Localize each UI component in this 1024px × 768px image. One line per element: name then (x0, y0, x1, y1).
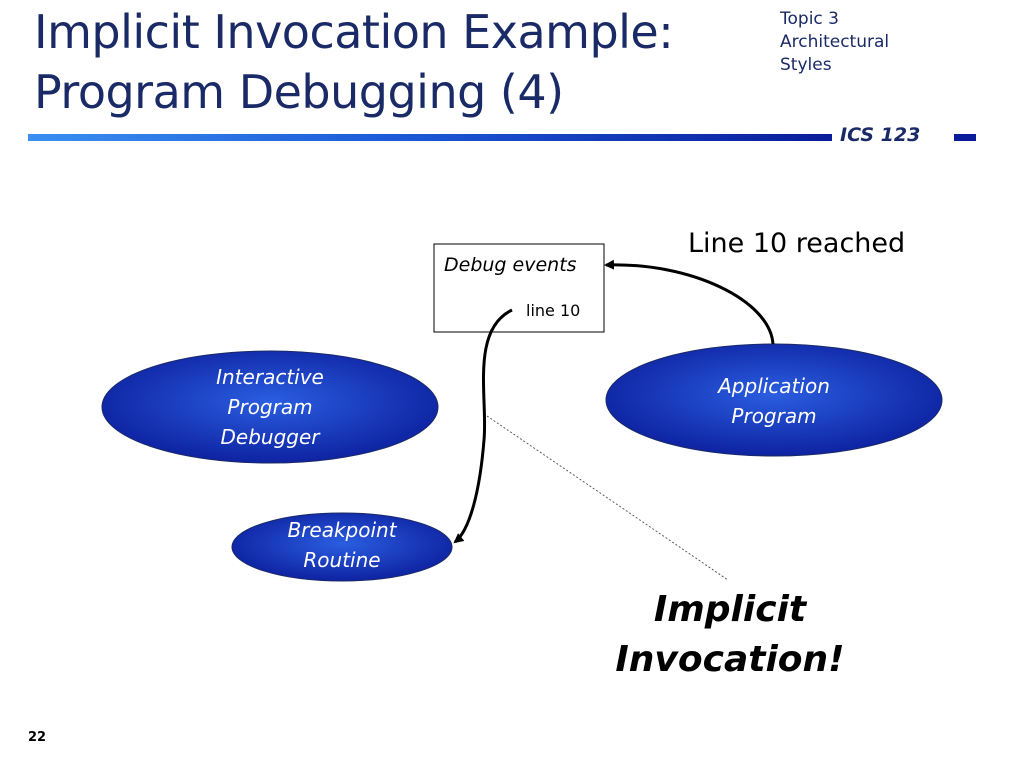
breakpoint-label-line-1: Breakpoint (287, 518, 397, 542)
debugger-label-line-2: Program (227, 395, 313, 419)
line-10-event-entry: line 10 (526, 301, 581, 320)
page-number: 22 (28, 730, 47, 745)
application-label-line-2: Program (731, 404, 817, 428)
breakpoint-oval (231, 512, 453, 582)
application-oval (605, 343, 943, 457)
application-label-line-1: Application (718, 374, 830, 398)
callout-line-2: Invocation! (615, 639, 845, 680)
callout-line-1: Implicit (653, 589, 807, 630)
topic-line-1: Topic 3 (780, 9, 839, 29)
topic-line-3: Styles (780, 55, 832, 75)
topic-label: Topic 3 Architectural Styles (780, 8, 920, 77)
debugger-oval (101, 350, 439, 464)
implicit-invocation-pointer (486, 415, 729, 581)
breakpoint-label: Breakpoint Routine (252, 515, 432, 575)
slide-title-line-1: Implicit Invocation Example: (34, 5, 674, 59)
debug-events-box (433, 243, 605, 333)
debug-events-title: Debug events (444, 254, 577, 276)
debugger-label-line-1: Interactive (216, 365, 324, 389)
application-label: Application Program (676, 371, 872, 431)
debugger-label: Interactive Program Debugger (172, 362, 368, 452)
invoke-breakpoint-arrow (453, 308, 513, 544)
announce-event-arrow (604, 259, 775, 345)
breakpoint-label-line-2: Routine (303, 548, 381, 572)
topic-line-2: Architectural (780, 32, 890, 52)
debugger-label-line-3: Debugger (220, 425, 320, 449)
header-rule-end (954, 134, 976, 141)
header-rule (28, 134, 832, 141)
course-label: ICS 123 (840, 124, 921, 146)
implicit-invocation-callout: Implicit Invocation! (600, 585, 860, 685)
line-10-reached-label: Line 10 reached (688, 228, 906, 259)
slide-title: Implicit Invocation Example: Program Deb… (34, 2, 754, 122)
slide-title-line-2: Program Debugging (4) (34, 65, 564, 119)
